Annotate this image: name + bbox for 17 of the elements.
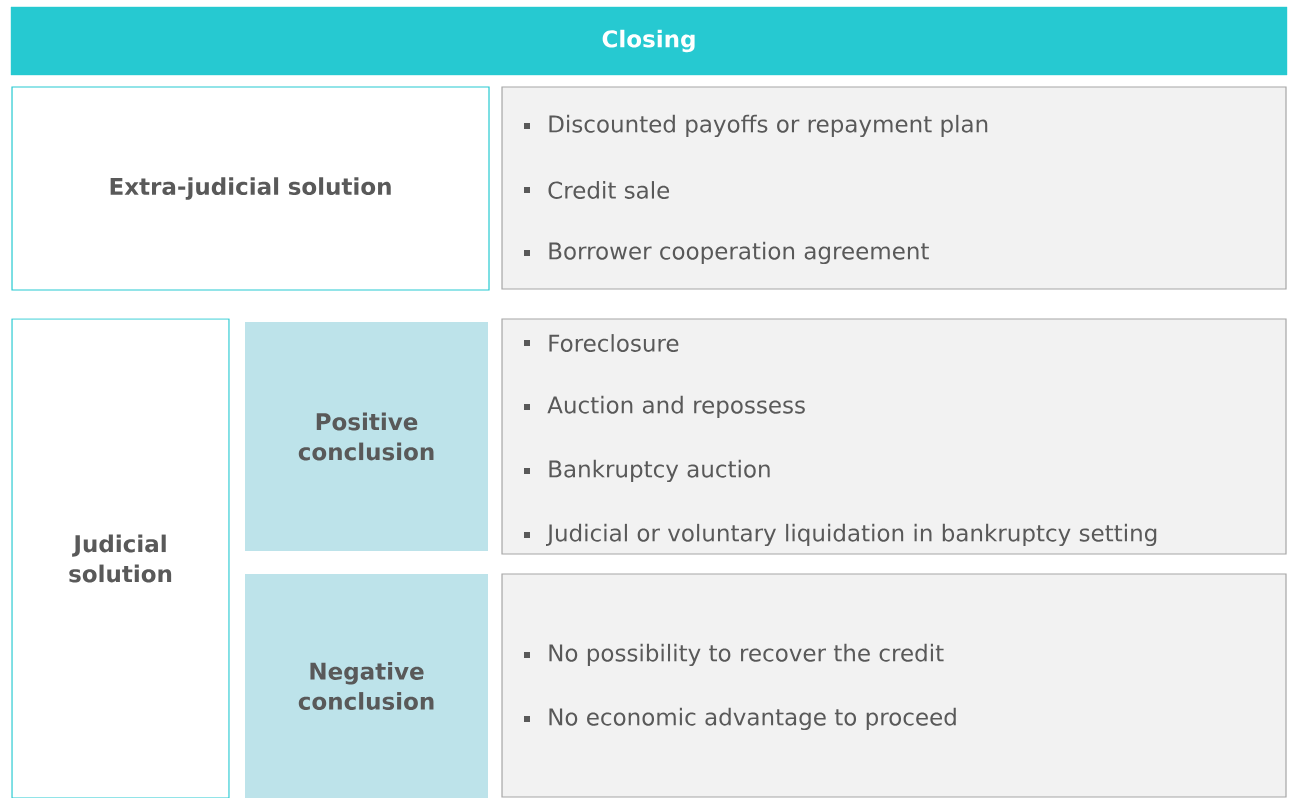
bullet-item: No economic advantage to proceed	[524, 707, 956, 731]
bullet-item: Discounted payoffs or repayment plan	[524, 114, 988, 138]
bullet-item: Foreclosure	[524, 334, 679, 352]
bullet-item: Bankruptcy auction	[524, 459, 770, 483]
list-box	[501, 86, 1287, 290]
bullet-item: Judicial or voluntary liquidation in bankruptcy setting	[524, 523, 1157, 547]
bullet-item: Borrower cooperation agreement	[524, 241, 929, 265]
list-box	[501, 573, 1287, 798]
bullet-item: No possibility to recover the credit	[524, 643, 944, 667]
label-box: Negative conclusion	[245, 574, 488, 798]
label-box: Positive conclusion	[245, 322, 488, 551]
banner: Closing	[10, 6, 1288, 76]
outline-box: Judicial solution	[11, 318, 230, 798]
list-box	[501, 318, 1287, 555]
bullet-item: Credit sale	[524, 181, 670, 199]
outline-box: Extra-judicial solution	[11, 86, 490, 291]
bullet-item: Auction and repossess	[524, 395, 805, 419]
